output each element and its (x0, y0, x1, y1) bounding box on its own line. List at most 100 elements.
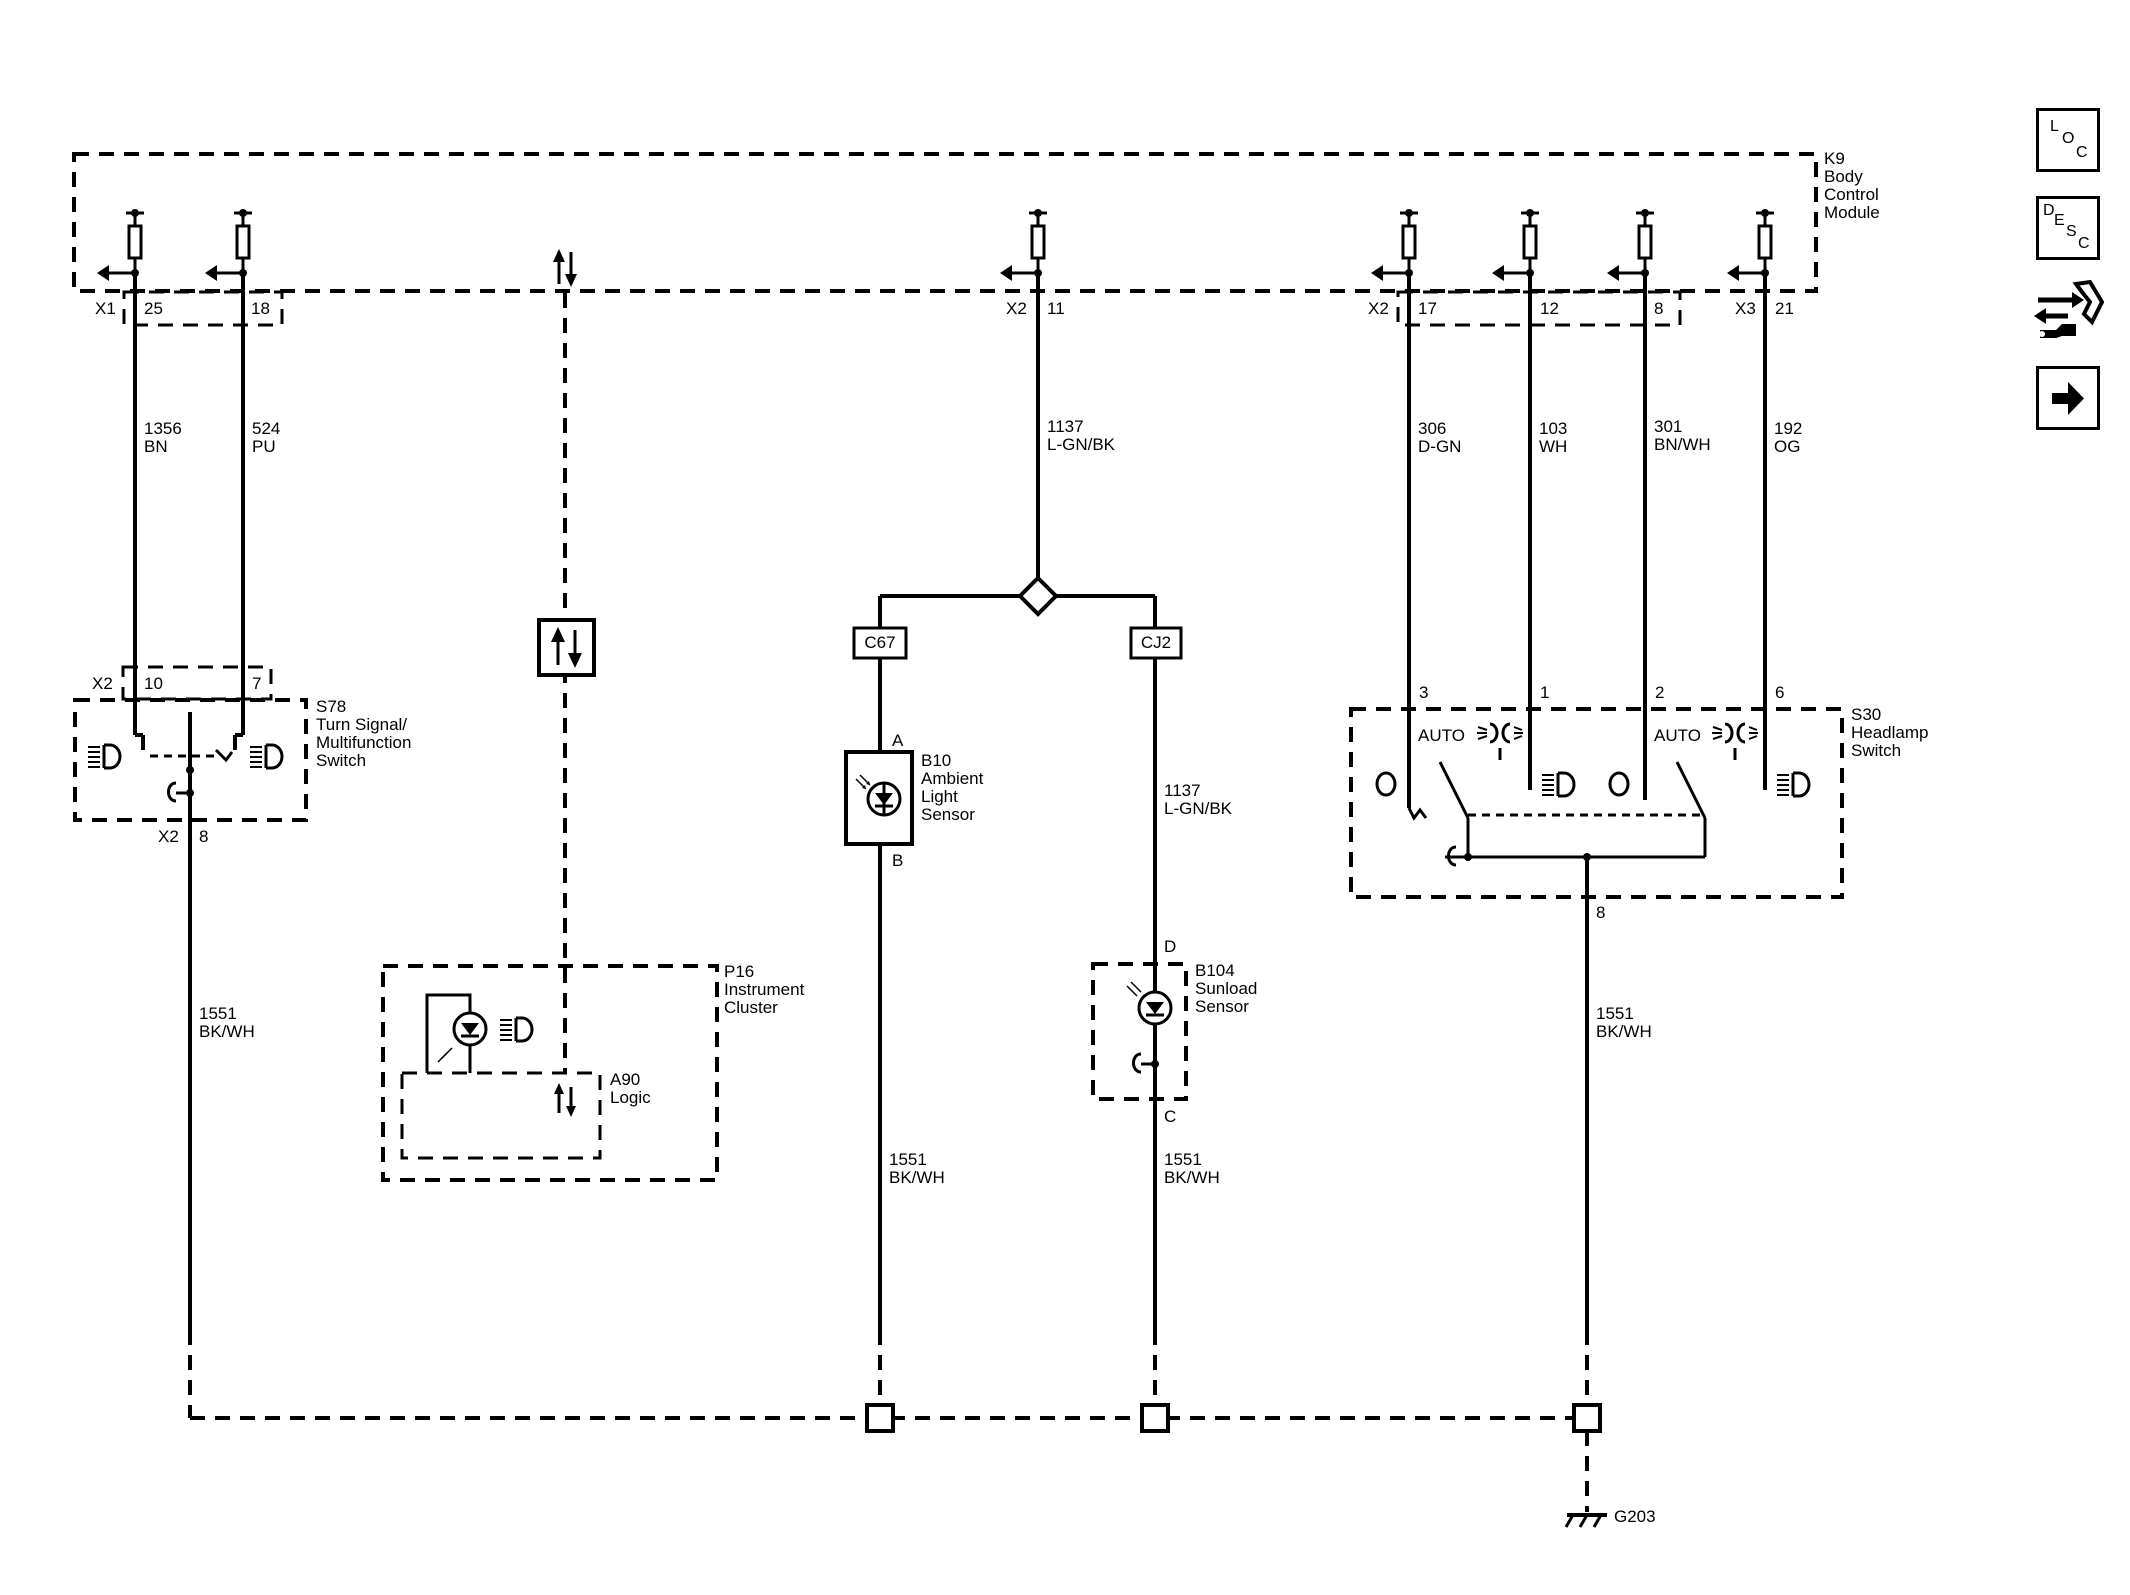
loc-button[interactable]: L O C (2036, 108, 2100, 172)
s30-pin-6: 6 (1775, 683, 1784, 702)
pin-18: 18 (251, 299, 270, 318)
s30-label-line1: Headlamp (1851, 723, 1929, 742)
k9-connectors: X1 25 18 X2 11 X2 17 12 8 X3 21 (95, 290, 1794, 327)
wire-1137-color: L-GN/BK (1047, 435, 1116, 454)
ground-wires: 1551 BK/WH 1551 BK/WH 1551 BK/WH 1551 BK… (188, 820, 1656, 1528)
a90-label-line1: Logic (610, 1088, 651, 1107)
s78-x2-label: X2 (92, 674, 113, 693)
wire-306-color: D-GN (1418, 437, 1461, 456)
signal-wires (133, 273, 1767, 800)
desc-letter-c: C (2078, 235, 2090, 252)
p16-instrument-cluster: P16 Instrument Cluster A90 Logic (381, 962, 805, 1182)
k9-label-line2: Control (1824, 185, 1879, 204)
p16-label-line2: Cluster (724, 998, 778, 1017)
wire-1137-b-number: 1137 (1164, 781, 1201, 800)
b10-label-line3: Sensor (921, 805, 975, 824)
k9-label-line1: Body (1824, 167, 1863, 186)
wire-1137-number: 1137 (1047, 417, 1084, 436)
ground-wire-2-number: 1551 (889, 1150, 927, 1169)
x3-connector-label: X3 (1735, 299, 1756, 318)
s30-headlamp-switch: S30 Headlamp Switch 3 1 2 6 AUTO AUTO (1349, 683, 1929, 1330)
b104-pin-d: D (1164, 937, 1176, 956)
s30-parklamp-symbol-2 (1712, 722, 1758, 760)
wire-1356-color: BN (144, 437, 168, 456)
x2-connector-label-2: X2 (1368, 299, 1389, 318)
next-arrow-icon[interactable] (2036, 366, 2100, 430)
wire-301-number: 301 (1654, 417, 1682, 436)
b104-sunload-sensor: 1137 L-GN/BK D C B104 Sunload Sensor (1091, 658, 1257, 1330)
k9-body-control-module: K9 Body Control Module (72, 149, 1880, 293)
desc-button[interactable]: D E S C (2036, 196, 2100, 260)
s30-auto-label-2: AUTO (1654, 726, 1701, 745)
serial-data-line (537, 249, 596, 1072)
pin-8: 8 (1654, 299, 1663, 318)
wire-524-number: 524 (252, 419, 280, 438)
wire-103-color: WH (1539, 437, 1567, 456)
a90-label: A90 (610, 1070, 640, 1089)
wire-1137-b-color: L-GN/BK (1164, 799, 1233, 818)
wire-labels: 1356 BN 524 PU 1137 L-GN/BK 306 D-GN 103… (144, 417, 1802, 456)
wire-192-color: OG (1774, 437, 1800, 456)
ground-wire-4-number: 1551 (1596, 1004, 1634, 1023)
x1-connector-label: X1 (95, 299, 116, 318)
c67-label: C67 (864, 633, 895, 652)
b104-label: B104 (1195, 961, 1235, 980)
s78-x2-bottom-label: X2 (158, 827, 179, 846)
ground-wire-1-color: BK/WH (199, 1022, 255, 1041)
desc-letter-s: S (2066, 223, 2077, 240)
pin-21: 21 (1775, 299, 1794, 318)
s30-pin-3: 3 (1419, 683, 1428, 702)
wire-192-number: 192 (1774, 419, 1802, 438)
desc-letter-d: D (2043, 202, 2055, 219)
pin-11: 11 (1047, 299, 1065, 318)
ground-wire-4-color: BK/WH (1596, 1022, 1652, 1041)
b104-label-line2: Sensor (1195, 997, 1249, 1016)
b10-label-line2: Light (921, 787, 958, 806)
s30-auto-label-1: AUTO (1418, 726, 1465, 745)
b104-pin-c: C (1164, 1107, 1176, 1126)
desc-letter-e: E (2054, 212, 2065, 229)
ground-g203-label: G203 (1614, 1507, 1656, 1526)
s78-pin-8: 8 (199, 827, 208, 846)
wire-524-color: PU (252, 437, 276, 456)
wire-1356-number: 1356 (144, 419, 182, 438)
s78-pin-7: 7 (252, 674, 261, 693)
s78-label-line3: Switch (316, 751, 366, 770)
loc-letter-l: L (2050, 118, 2059, 135)
p16-label: P16 (724, 962, 754, 981)
b10-label: B10 (921, 751, 951, 770)
b10-ambient-light-sensor: A B B10 Ambient Light Sensor (844, 658, 984, 1330)
k9-label: K9 (1824, 149, 1845, 168)
ground-wire-1-number: 1551 (199, 1004, 237, 1023)
s78-pin-10: 10 (144, 674, 163, 693)
cj2-label: CJ2 (1141, 633, 1171, 652)
b10-pin-b: B (892, 851, 903, 870)
s30-pin-1: 1 (1540, 683, 1549, 702)
pin-12: 12 (1540, 299, 1559, 318)
b10-label-line1: Ambient (921, 769, 984, 788)
ground-wire-2-color: BK/WH (889, 1168, 945, 1187)
pin-17: 17 (1418, 299, 1437, 318)
splice-junction: C67 CJ2 (852, 575, 1183, 660)
ground-wire-3-number: 1551 (1164, 1150, 1202, 1169)
ground-wire-3-color: BK/WH (1164, 1168, 1220, 1187)
k9-output-symbols (95, 207, 1776, 283)
s30-parklamp-symbol-1 (1477, 722, 1523, 760)
wire-301-color: BN/WH (1654, 435, 1711, 454)
b10-pin-a: A (892, 731, 904, 750)
s78-label-line1: Turn Signal/ (316, 715, 407, 734)
wire-103-number: 103 (1539, 419, 1567, 438)
loc-letter-o: O (2062, 130, 2075, 147)
connector-tool-icon[interactable] (2032, 278, 2105, 342)
b104-label-line1: Sunload (1195, 979, 1257, 998)
p16-label-line1: Instrument (724, 980, 805, 999)
s30-label-line2: Switch (1851, 741, 1901, 760)
s78-label: S78 (316, 697, 346, 716)
pin-25: 25 (144, 299, 163, 318)
s30-pin-8: 8 (1596, 903, 1605, 922)
s30-pin-2: 2 (1655, 683, 1664, 702)
wire-306-number: 306 (1418, 419, 1446, 438)
loc-letter-c: C (2076, 144, 2088, 161)
s30-label: S30 (1851, 705, 1881, 724)
